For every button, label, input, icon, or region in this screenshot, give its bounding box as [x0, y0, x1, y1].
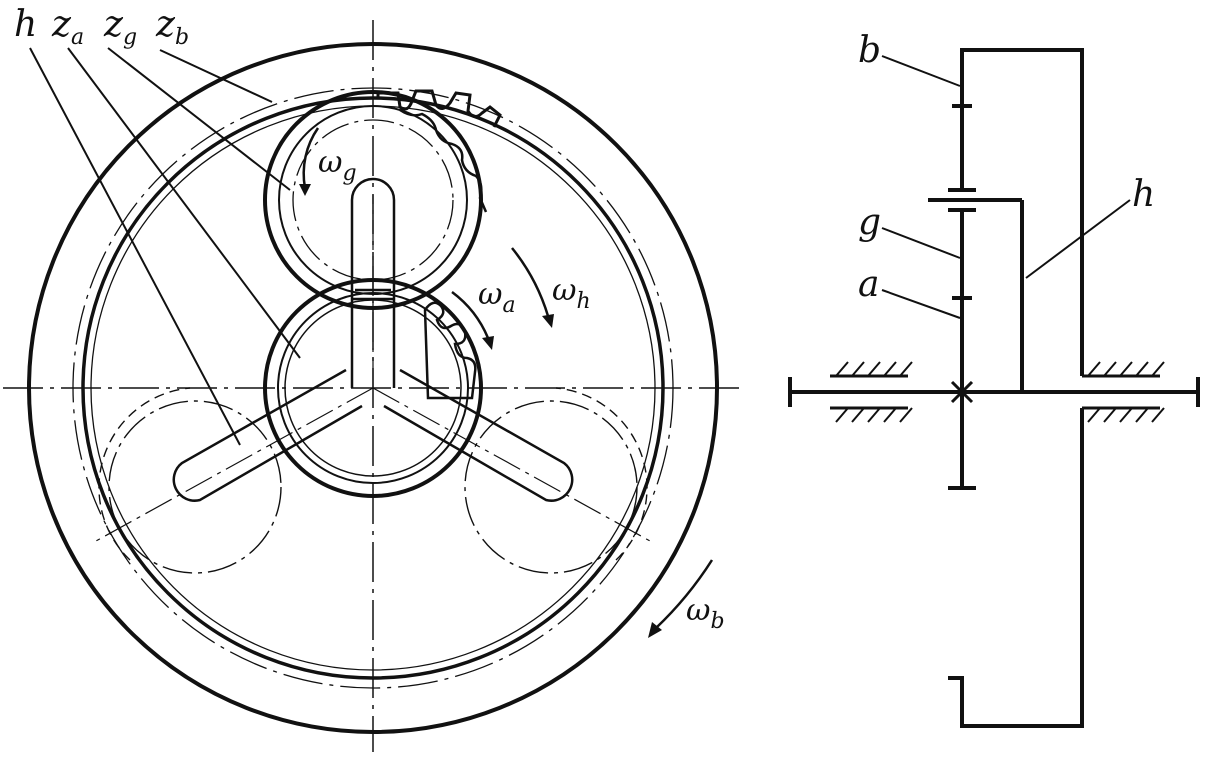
sun-gear-teeth — [423, 301, 477, 400]
label-zb: zb — [155, 4, 189, 50]
label-h: h — [14, 4, 37, 45]
label-b: b — [858, 30, 881, 71]
carrier-arm-axis-right — [372, 387, 651, 542]
hatch-top-right — [1087, 361, 1165, 377]
planet-gear-top-pitch-circle — [292, 119, 454, 281]
ring-gear-b-lower — [948, 408, 1084, 728]
leader-zb — [159, 49, 273, 103]
arrow-omega-b-head — [648, 622, 662, 638]
leader-a — [881, 289, 961, 319]
planet-gear-left-pitch-circle — [108, 400, 282, 574]
label-za: za — [51, 4, 84, 50]
hatch-bottom-left — [835, 407, 913, 423]
label-omega-g: ωg — [318, 145, 357, 186]
ring-gear-outer-circle — [27, 42, 719, 734]
label-omega-a: ωa — [478, 277, 516, 318]
ring-gear-b-upper — [960, 48, 1084, 376]
planet-gear-right-phantom-arc — [555, 387, 648, 561]
planet-gear-top-mesh-profile — [399, 108, 488, 213]
leader-h — [29, 47, 241, 446]
label-h-schematic: h — [1132, 174, 1155, 215]
arrow-omega-a-head — [482, 336, 494, 350]
planet-gear-top — [263, 89, 502, 310]
label-zg: zg — [103, 4, 137, 50]
label-g: g — [858, 202, 881, 243]
carrier-arm — [95, 177, 651, 542]
front-view: h za zg zb ωg ωa ωh ωb — [3, 4, 742, 752]
sun-gear-outer-circle — [263, 278, 483, 498]
hatch-bottom-right — [1087, 407, 1165, 423]
planet-gear-top-root-circle — [278, 105, 468, 295]
carrier-arm-top — [350, 177, 396, 388]
planet-gear-left-phantom-arc — [98, 387, 191, 561]
rotation-arrows — [299, 127, 714, 638]
planet-gear-top-teeth — [376, 89, 502, 128]
label-a: a — [858, 264, 879, 305]
arrow-omega-g-head — [299, 184, 311, 196]
arrow-omega-h-head — [542, 314, 554, 328]
leader-b — [881, 55, 961, 87]
arrow-omega-a — [451, 290, 490, 339]
arrow-omega-h — [511, 247, 550, 317]
carrier-arm-right — [383, 368, 574, 502]
leader-zg — [107, 47, 291, 191]
carrier-arm-left — [172, 368, 363, 502]
arrow-omega-g — [302, 127, 320, 189]
side-schematic: b g h a — [788, 30, 1200, 728]
planet-gear-right-pitch-circle — [464, 400, 638, 574]
label-omega-b: ωb — [686, 593, 725, 634]
callout-leaders — [29, 47, 301, 446]
leader-za — [67, 47, 301, 359]
leader-g — [881, 227, 961, 259]
bearing-hatching — [830, 361, 1165, 423]
ring-gear-pitch-circle — [72, 87, 674, 689]
leader-h-schematic — [1025, 199, 1131, 279]
label-omega-h: ωh — [552, 273, 591, 314]
ring-gear-inner-circle — [81, 96, 665, 680]
carrier-arm-axis-left — [95, 387, 374, 542]
hatch-top-left — [835, 361, 913, 377]
arrow-omega-b — [655, 559, 714, 629]
